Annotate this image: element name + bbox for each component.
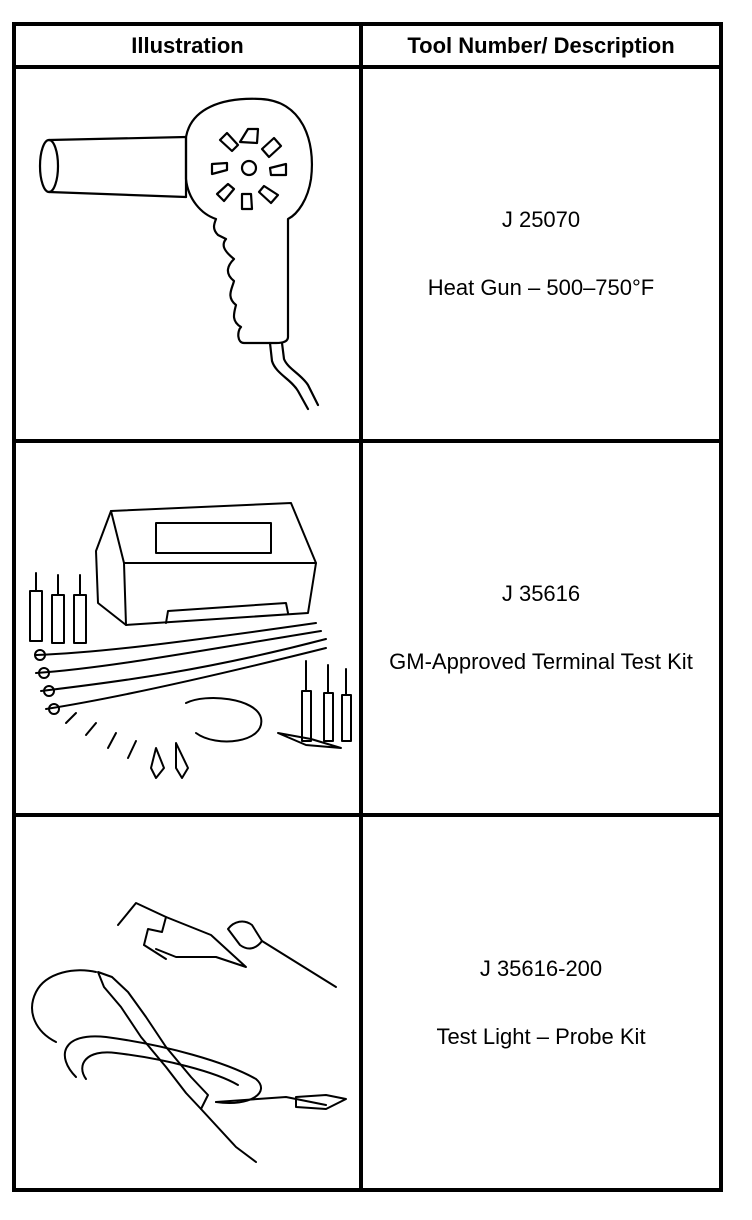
header-illustration: Illustration — [131, 32, 244, 58]
row-divider-2 — [16, 813, 719, 817]
header-description: Tool Number/ Description — [407, 32, 675, 58]
terminal-test-kit-icon — [29, 502, 352, 779]
heat-gun-icon — [38, 97, 320, 411]
illustration-cell-3 — [16, 817, 359, 1188]
illustration-cell-1 — [16, 69, 359, 439]
tool-number: J 35616-200 — [479, 955, 603, 981]
tool-number: J 35616 — [501, 581, 581, 606]
description-cell-2: J 35616 GM-Approved Terminal Test Kit — [363, 443, 719, 813]
header-divider — [16, 65, 719, 69]
column-divider — [359, 26, 363, 1188]
description-cell-3: J 35616-200 Test Light – Probe Kit — [363, 817, 719, 1188]
illustration-cell-2 — [16, 443, 359, 813]
tool-number: J 25070 — [501, 207, 581, 232]
tool-description: Test Light – Probe Kit — [436, 1023, 646, 1049]
description-cell-1: J 25070 Heat Gun – 500–750°F — [363, 69, 719, 439]
tool-description: Heat Gun – 500–750°F — [427, 275, 655, 300]
test-light-probe-icon — [31, 902, 347, 1163]
tool-description: GM-Approved Terminal Test Kit — [389, 649, 693, 674]
tool-table: Illustration Tool Number/ Description J … — [12, 22, 723, 1192]
row-divider-1 — [16, 439, 719, 443]
